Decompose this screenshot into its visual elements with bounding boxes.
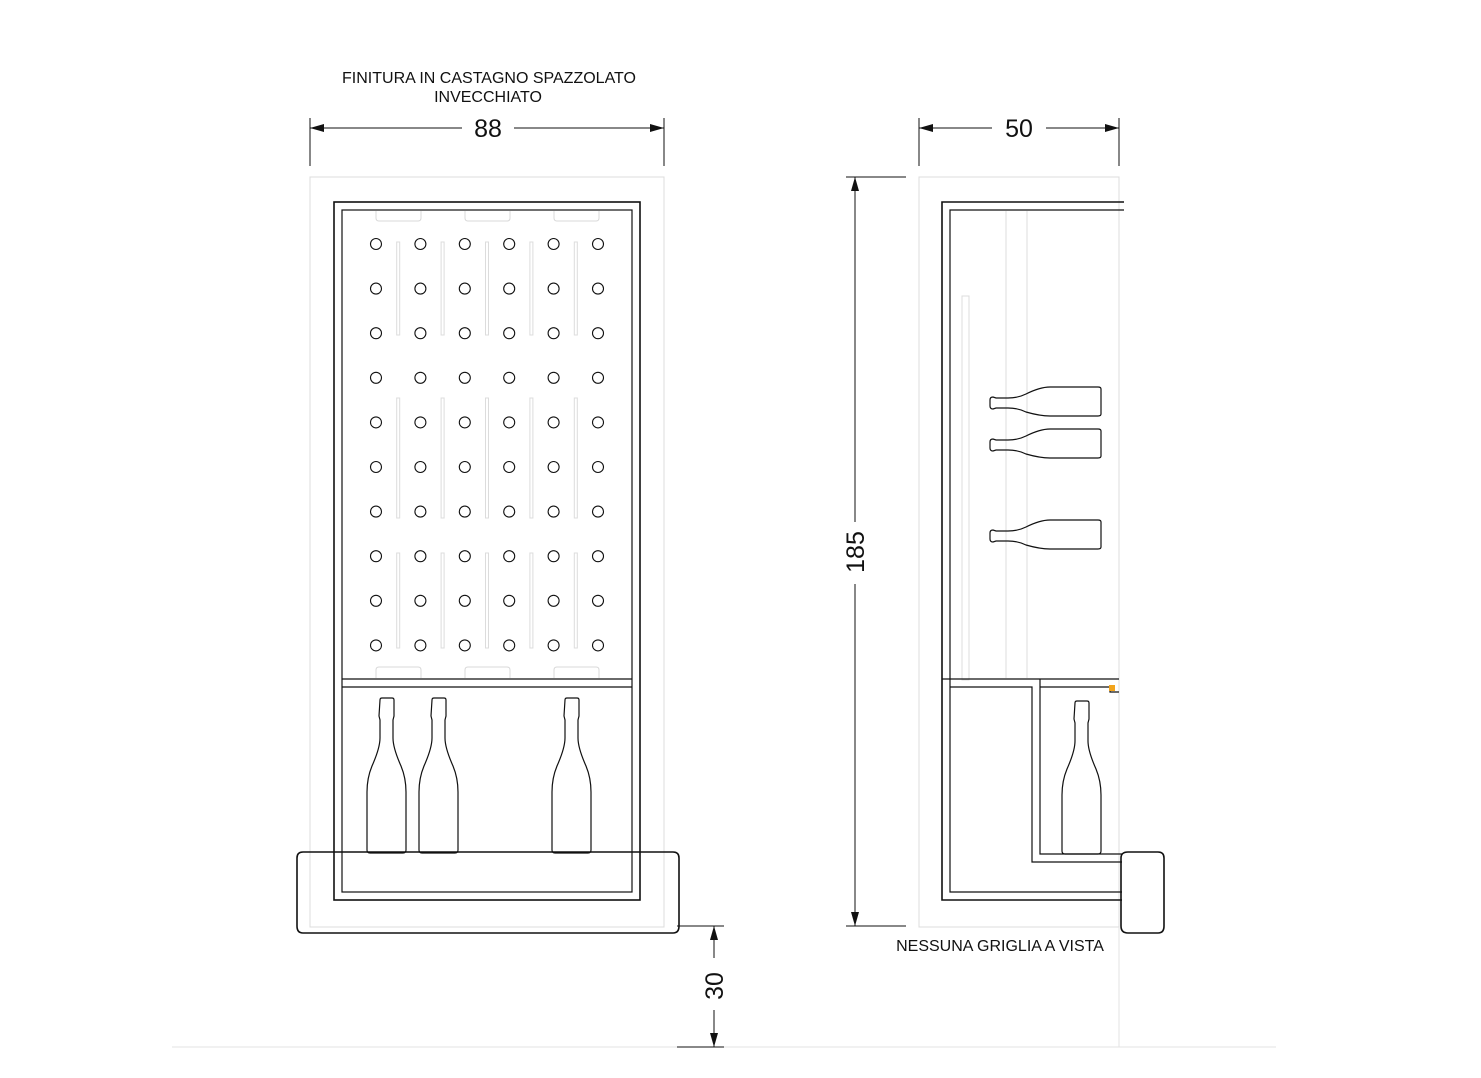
width-value: 88 <box>474 115 502 143</box>
no-grille-note: NESSUNA GRIGLIA A VISTA <box>896 938 1104 955</box>
peg <box>591 371 605 384</box>
bottle-1 <box>366 697 407 854</box>
peg <box>414 550 427 563</box>
peg <box>414 639 427 652</box>
peg <box>591 416 605 429</box>
rack-bottle-1 <box>989 386 1102 417</box>
peg <box>414 416 427 429</box>
front-cabinet <box>333 201 641 901</box>
peg <box>547 594 560 607</box>
peg <box>458 416 471 429</box>
peg <box>547 327 560 340</box>
peg <box>503 594 516 607</box>
peg <box>458 594 471 607</box>
peg <box>547 416 560 429</box>
peg <box>414 505 427 518</box>
peg <box>503 327 516 340</box>
side-bottle <box>1061 700 1102 855</box>
peg <box>414 237 427 251</box>
peg <box>369 550 383 563</box>
side-rack-bottles <box>989 386 1102 550</box>
accent-bracket <box>1109 685 1115 691</box>
front-bottles <box>366 697 592 854</box>
side-base <box>1120 851 1165 934</box>
peg <box>591 460 605 474</box>
peg <box>503 639 516 652</box>
peg <box>547 282 560 295</box>
peg <box>458 237 471 251</box>
peg <box>591 237 605 251</box>
peg <box>369 237 383 251</box>
peg <box>503 550 516 563</box>
peg-grid <box>369 237 605 652</box>
peg <box>503 505 516 518</box>
base-height-dimension: 30 <box>677 925 729 1048</box>
front-base <box>296 851 680 934</box>
peg <box>503 282 516 295</box>
peg <box>458 282 471 295</box>
side-cabinet <box>941 201 1124 901</box>
peg <box>458 505 471 518</box>
finish-note-line1: FINITURA IN CASTAGNO SPAZZOLATO <box>342 70 636 87</box>
front-cabinet-inner <box>341 209 633 893</box>
peg <box>414 282 427 295</box>
peg <box>369 327 383 340</box>
peg <box>369 594 383 607</box>
depth-value: 50 <box>1005 115 1033 143</box>
peg <box>414 371 427 384</box>
peg <box>458 639 471 652</box>
peg <box>503 237 516 251</box>
peg <box>591 594 605 607</box>
peg <box>503 460 516 474</box>
peg <box>414 594 427 607</box>
peg <box>369 639 383 652</box>
finish-note-line2: INVECCHIATO <box>434 89 542 106</box>
front-view: FINITURA IN CASTAGNO SPAZZOLATO INVECCHI… <box>296 70 729 1048</box>
peg <box>369 460 383 474</box>
peg <box>369 505 383 518</box>
side-view: 50 185 <box>842 115 1165 1047</box>
peg <box>369 416 383 429</box>
peg <box>591 639 605 652</box>
peg <box>547 237 560 251</box>
bottle-2 <box>418 697 459 854</box>
peg <box>503 371 516 384</box>
base-height-value: 30 <box>701 972 729 1000</box>
peg <box>458 550 471 563</box>
peg <box>547 460 560 474</box>
peg <box>591 327 605 340</box>
peg <box>547 505 560 518</box>
height-dimension: 185 <box>842 176 906 927</box>
peg <box>503 416 516 429</box>
peg <box>458 327 471 340</box>
width-dimension: 88 <box>309 115 665 166</box>
peg <box>591 282 605 295</box>
peg <box>369 371 383 384</box>
peg <box>547 639 560 652</box>
peg <box>414 327 427 340</box>
peg <box>458 460 471 474</box>
peg <box>591 505 605 518</box>
peg <box>547 550 560 563</box>
rack-bottle-2 <box>989 428 1102 459</box>
peg <box>369 282 383 295</box>
depth-dimension: 50 <box>918 115 1120 166</box>
peg <box>458 371 471 384</box>
peg <box>591 550 605 563</box>
peg <box>414 460 427 474</box>
bottle-3 <box>551 697 592 854</box>
rack-bottle-3 <box>989 519 1102 550</box>
height-value: 185 <box>842 531 870 573</box>
peg <box>547 371 560 384</box>
